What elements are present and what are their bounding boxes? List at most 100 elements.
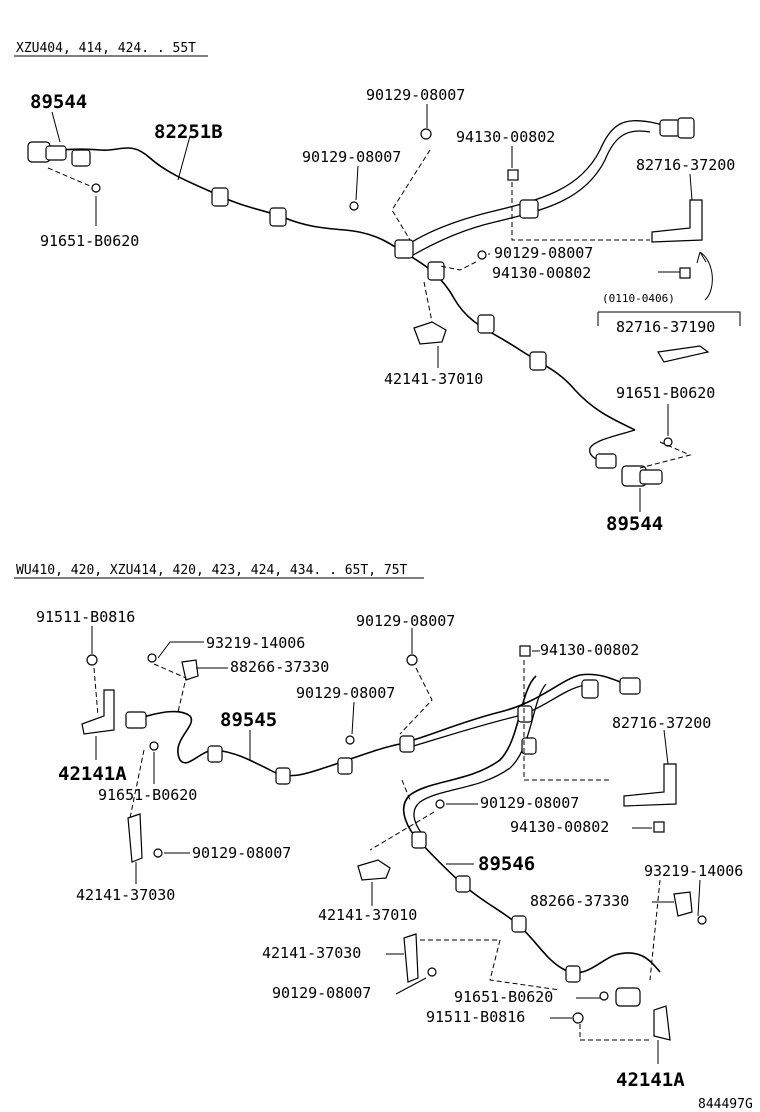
bracket-82716-37200 (623, 763, 677, 807)
section-header: WU410, 420, XZU414, 420, 423, 424, 434. … (16, 563, 408, 578)
harness-clip (521, 737, 537, 755)
leader (351, 701, 355, 735)
label-clamp-42141-37010: 42141-37010 (318, 906, 417, 924)
assembly-line (439, 261, 477, 271)
top-section: XZU404, 414, 424. . 55T (14, 41, 741, 535)
label-bolt-91651-b0620: 91651-B0620 (454, 988, 553, 1006)
leader (177, 135, 191, 181)
label-clamp-42141-37030: 42141-37030 (76, 886, 175, 904)
clamp-42141-37030 (127, 813, 143, 863)
clamp-42141-37010 (413, 321, 447, 345)
assembly-line (93, 667, 99, 717)
label-bolt-90129-08007: 90129-08007 (480, 794, 579, 812)
bolt-90129-08007 (427, 967, 437, 977)
harness-clip (517, 705, 533, 723)
label-bolt-90129-08007: 90129-08007 (272, 984, 371, 1002)
label-sensor-89544-right: 89544 (606, 513, 663, 535)
assembly-line (639, 441, 692, 469)
arrow-head (696, 251, 707, 264)
assembly-line (511, 182, 650, 241)
harness-branch-wire (399, 120, 691, 251)
bolt-91511-b0816 (86, 654, 98, 666)
bolt-90129-08007 (435, 799, 445, 809)
section-header: XZU404, 414, 424. . 55T (16, 41, 196, 56)
bracket-42141a-left (81, 689, 115, 735)
nut-94130-00802 (653, 821, 665, 833)
harness-89545-wire-2 (399, 684, 586, 751)
leader (355, 165, 359, 201)
label-bolt-90129-08007: 90129-08007 (192, 844, 291, 862)
label-harness-89546: 89546 (478, 853, 535, 875)
figure-reference: 844497G (698, 1097, 753, 1112)
label-bolt-91651-b0620: 91651-B0620 (98, 786, 197, 804)
sensor-89544-left (27, 141, 91, 167)
label-date-range: (0110-0406) (602, 292, 675, 305)
bracket-42141a-right (653, 1005, 671, 1041)
clamp-42141-37030 (403, 933, 419, 983)
bracket-82716-37200 (651, 199, 703, 243)
bolt-90129-08007 (345, 735, 355, 745)
leader (663, 729, 669, 765)
label-nut-94130-00802: 94130-00802 (540, 641, 639, 659)
bolt-90129-08007 (477, 250, 487, 260)
label-bracket-42141a: 42141A (58, 763, 127, 785)
connector-left-harness (581, 679, 599, 699)
harness-clip (399, 735, 415, 753)
label-bolt-90129-08007: 90129-08007 (366, 86, 465, 104)
bolt-93219-14006 (147, 653, 157, 663)
label-bolt-90129-08007: 90129-08007 (494, 244, 593, 262)
label-nut-94130-00802: 94130-00802 (510, 818, 609, 836)
assembly-line (369, 811, 435, 851)
bolt-90129-08007 (406, 654, 418, 666)
harness-clip (519, 199, 539, 219)
harness-clip (411, 831, 427, 849)
label-bolt-91651-b0620: 91651-B0620 (40, 232, 139, 250)
assembly-line (420, 939, 561, 991)
label-clamp-42141-37010: 42141-37010 (384, 370, 483, 388)
sensor-89544-right (595, 453, 663, 487)
harness-clip (565, 965, 581, 983)
harness-branch-wire-2 (407, 130, 651, 259)
bolt-91651-b0620 (663, 437, 673, 447)
bolt-90129-08007 (420, 128, 432, 140)
assembly-line (579, 1024, 652, 1041)
leader (51, 111, 61, 143)
sensor-89545 (125, 711, 147, 729)
bolt-90129-08007 (349, 201, 359, 211)
label-bolt-90129-08007: 90129-08007 (302, 148, 401, 166)
bottom-section: WU410, 420, XZU414, 420, 423, 424, 434. … (14, 563, 743, 1091)
leader (697, 879, 701, 917)
harness-clip (269, 207, 287, 227)
connector-right-harness (619, 677, 641, 695)
assembly-line (523, 660, 610, 781)
bolt-90129-08007 (153, 848, 163, 858)
harness-clip (275, 767, 291, 785)
label-bolt-93219-14006: 93219-14006 (206, 634, 305, 652)
label-bracket-82716-37200: 82716-37200 (636, 156, 735, 174)
harness-82251b-wire (33, 147, 636, 431)
clip-88266-37330 (181, 659, 199, 681)
label-clip-88266-37330: 88266-37330 (530, 892, 629, 910)
label-bolt-90129-08007: 90129-08007 (356, 612, 455, 630)
label-sensor-89544-left: 89544 (30, 91, 87, 113)
label-bolt-90129-08007: 90129-08007 (296, 684, 395, 702)
harness-clip (511, 915, 527, 933)
label-clip-88266-37330: 88266-37330 (230, 658, 329, 676)
assembly-line (153, 663, 187, 713)
label-bracket-82716-37200: 82716-37200 (612, 714, 711, 732)
bracket-82716-37190 (657, 345, 710, 363)
harness-89546-wire-2 (413, 683, 547, 839)
label-bolt-91511-b0816: 91511-B0816 (426, 1008, 525, 1026)
label-nut-94130-00802: 94130-00802 (456, 128, 555, 146)
nut-94130-00802 (507, 169, 519, 181)
leader (689, 173, 693, 201)
harness-clip (529, 351, 547, 371)
sensor-89546 (615, 987, 641, 1007)
assembly-line (649, 879, 661, 981)
label-bracket-82716-37190: 82716-37190 (616, 318, 715, 336)
harness-clip (477, 314, 495, 334)
label-bolt-93219-14006: 93219-14006 (644, 862, 743, 880)
leader (395, 977, 427, 995)
